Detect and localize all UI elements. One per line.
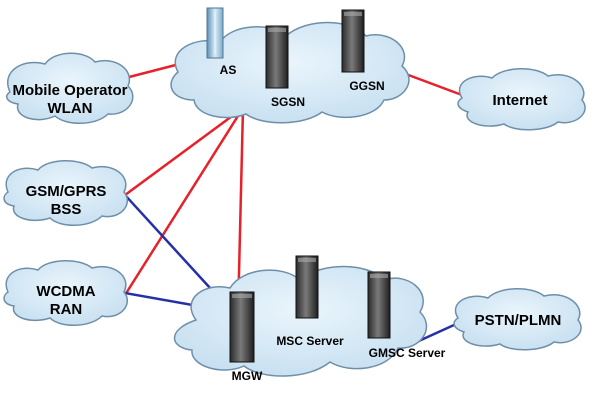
label-bss: BSS [51,201,82,218]
links [109,58,471,347]
cloud-gsm [3,160,129,226]
label-mgw: MGW [232,369,263,383]
ggsn-server-tower-icon [341,9,365,73]
label-gsm-gprs: GSM/GPRS [26,183,107,200]
gmsc-server-tower-icon [367,271,391,339]
mgw-server-tower-icon [229,291,255,363]
label-mobile-operator: Mobile Operator [12,82,127,99]
label-ran: RAN [50,301,83,318]
label-as: AS [220,63,237,77]
application-server-icon [206,7,224,59]
msc-server-tower-icon [295,255,319,319]
cloud-wcdma [3,260,129,326]
label-sgsn: SGSN [271,95,305,109]
label-pstn-plmn: PSTN/PLMN [475,312,562,329]
sgsn-server-tower-icon [265,25,289,89]
link-wcdma-core [123,107,245,296]
cloud-internet [457,68,586,131]
label-gmsc-server: GMSC Server [369,346,446,360]
cloud-wlan [5,52,134,124]
label-wlan: WLAN [48,100,93,117]
link-gsm-core [124,106,244,197]
label-internet: Internet [492,92,547,109]
label-wcdma: WCDMA [36,283,95,300]
cloud-pstn [453,288,582,351]
label-ggsn: GGSN [349,79,384,93]
label-msc-server: MSC Server [276,334,344,348]
